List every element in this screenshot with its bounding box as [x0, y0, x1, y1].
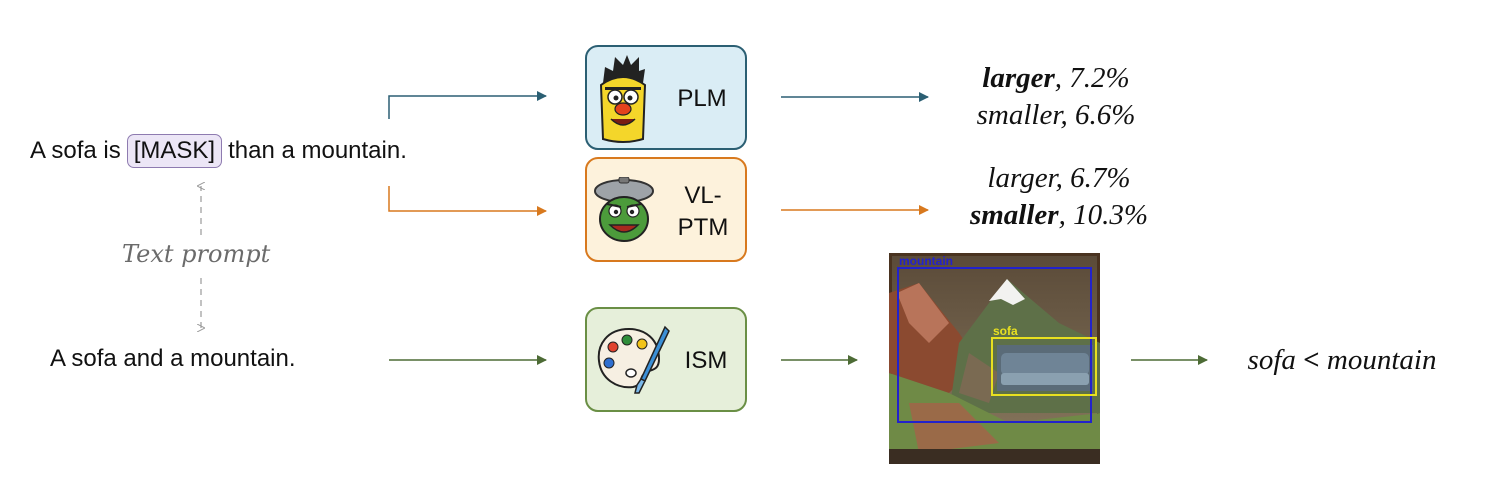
conclusion-left: sofa [1247, 344, 1296, 376]
vlptm-result-2: smaller, 10.3% [940, 199, 1178, 232]
plm-box: PLM [585, 45, 747, 150]
plm-result-1-value: , 7.2% [1054, 62, 1130, 94]
ism-label: ISM [684, 347, 728, 374]
vlptm-box: VL- PTM [585, 157, 747, 262]
vlptm-result-1-value: , 6.7% [1055, 162, 1131, 194]
masked-sentence-after: than a mountain. [228, 137, 407, 164]
arrow-to-plm [388, 91, 547, 119]
sofa-bbox [991, 337, 1097, 396]
oscar-icon [594, 177, 654, 242]
generated-image: mountain sofa [889, 253, 1100, 464]
conclusion: sofa < mountain [1222, 344, 1462, 377]
palette-icon [597, 325, 670, 394]
vlptm-result-1-word: larger [987, 162, 1056, 194]
mountain-bbox-label: mountain [899, 254, 953, 268]
masked-sentence-before: A sofa is [30, 137, 121, 164]
vlptm-result-1: larger, 6.7% [940, 162, 1178, 195]
vlptm-result-2-value: , 10.3% [1058, 199, 1149, 231]
vlptm-label-line2: PTM [677, 214, 729, 241]
bert-icon [599, 55, 647, 143]
ism-box: ISM [585, 307, 747, 412]
plm-label: PLM [677, 85, 727, 112]
plm-result-1: larger, 7.2% [940, 62, 1172, 95]
plm-result-2: smaller, 6.6% [940, 99, 1172, 132]
mask-token: [MASK] [126, 134, 223, 168]
vlptm-label-line1: VL- [684, 182, 722, 209]
sofa-bbox-label: sofa [993, 324, 1018, 338]
conclusion-operator: < [1303, 344, 1320, 376]
plm-result-2-value: , 6.6% [1060, 99, 1136, 131]
conclusion-right: mountain [1326, 344, 1437, 376]
masked-sentence: A sofa is[MASK]than a mountain. [30, 134, 407, 168]
text-prompt-label: Text prompt [122, 240, 271, 268]
mountain-bbox [897, 267, 1092, 423]
arrow-to-vlptm [388, 186, 547, 216]
plm-result-1-word: larger [982, 62, 1055, 94]
plm-result-2-word: smaller [976, 99, 1061, 131]
vlptm-result-2-word: smaller [969, 199, 1059, 231]
plain-sentence: A sofa and a mountain. [50, 345, 296, 372]
